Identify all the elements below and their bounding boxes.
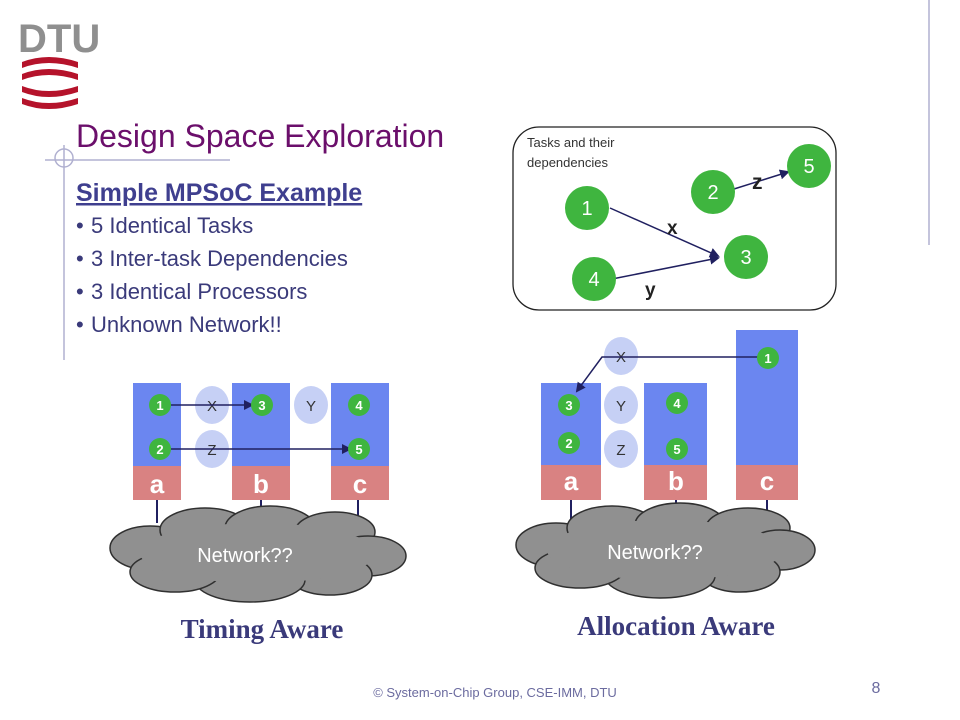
task-node-1: 1 [565, 186, 609, 230]
processor-c: c [331, 383, 389, 500]
svg-text:5: 5 [673, 442, 680, 457]
task-2: 2 [149, 438, 171, 460]
svg-text:Z: Z [616, 442, 625, 459]
processor-label: a [564, 466, 579, 496]
dtu-logo-stripes [22, 57, 78, 109]
edge-y-label: y [645, 280, 656, 301]
svg-text:1: 1 [156, 398, 163, 413]
task-node-2: 2 [691, 170, 735, 214]
svg-text:5: 5 [803, 156, 814, 178]
task-graph-caption: Tasks and their [527, 135, 615, 150]
edge-y-arrow [611, 254, 720, 280]
svg-text:Y: Y [306, 398, 316, 415]
bullet-list: • 5 Identical Tasks • 3 Inter-task Depen… [76, 213, 348, 337]
example-section: Simple MPSoC Example • 5 Identical Tasks… [76, 179, 362, 337]
bullet-marker: • [76, 279, 84, 304]
footer-copyright: © System-on-Chip Group, CSE-IMM, DTU [373, 685, 617, 700]
bullet-item: 5 Identical Tasks [91, 213, 253, 238]
task-1: 1 [757, 347, 779, 369]
message-y: Y [604, 386, 638, 424]
svg-text:2: 2 [707, 182, 718, 204]
message-x-arrow [575, 356, 760, 393]
svg-text:3: 3 [258, 398, 265, 413]
task-3: 3 [558, 394, 580, 416]
task-5: 5 [348, 438, 370, 460]
bullet-item: 3 Identical Processors [91, 279, 307, 304]
task-3: 3 [251, 394, 273, 416]
network-cloud: Network?? [109, 505, 407, 603]
svg-text:1: 1 [764, 351, 771, 366]
message-x: X [604, 337, 638, 375]
task-2: 2 [558, 432, 580, 454]
task-5: 5 [666, 438, 688, 460]
message-z: Z [604, 430, 638, 468]
dtu-logo-text: DTU [18, 17, 100, 61]
processor-label: b [668, 466, 684, 496]
example-heading: Simple MPSoC Example [76, 179, 362, 207]
processor-label: c [353, 469, 367, 499]
bullet-item: 3 Inter-task Dependencies [91, 246, 348, 271]
svg-text:2: 2 [156, 442, 163, 457]
edge-z-label: z [752, 171, 763, 194]
allocation-aware-caption: Allocation Aware [577, 611, 775, 641]
task-4: 4 [348, 394, 370, 416]
svg-text:Y: Y [616, 398, 626, 415]
dtu-logo: DTU [18, 17, 100, 109]
svg-text:Z: Z [207, 442, 216, 459]
svg-text:4: 4 [588, 269, 599, 291]
allocation-aware-diagram: a b c X Y Z 1 2 [515, 330, 816, 641]
network-cloud: Network?? [515, 502, 816, 599]
edge-x-arrow [609, 207, 720, 258]
edge-x-label: x [667, 218, 678, 239]
svg-text:3: 3 [740, 247, 751, 269]
task-node-3: 3 [724, 235, 768, 279]
svg-text:3: 3 [565, 398, 572, 413]
svg-text:5: 5 [355, 442, 362, 457]
bullet-marker: • [76, 246, 84, 271]
slide-title: Design Space Exploration [76, 118, 444, 154]
svg-text:2: 2 [565, 436, 572, 451]
slide-decoration [45, 0, 930, 360]
network-label: Network?? [197, 545, 293, 567]
bullet-marker: • [76, 312, 84, 337]
svg-text:4: 4 [673, 396, 681, 411]
task-4: 4 [666, 392, 688, 414]
processor-label: a [150, 469, 165, 499]
task-graph: Tasks and their dependencies x y z 1 2 3… [512, 126, 837, 311]
task-1: 1 [149, 394, 171, 416]
network-label: Network?? [607, 542, 703, 564]
bullet-item: Unknown Network!! [91, 312, 282, 337]
task-node-4: 4 [572, 257, 616, 301]
processor-label: c [760, 466, 774, 496]
page-number: 8 [872, 680, 881, 697]
task-graph-caption: dependencies [527, 155, 608, 170]
timing-aware-diagram: a b c X Z Y 1 [109, 383, 407, 644]
svg-text:4: 4 [355, 398, 363, 413]
svg-text:X: X [207, 398, 217, 415]
processor-label: b [253, 469, 269, 499]
svg-text:1: 1 [581, 198, 592, 220]
message-y: Y [294, 386, 328, 424]
task-node-5: 5 [787, 144, 831, 188]
edge-z-arrow [733, 169, 790, 190]
bullet-marker: • [76, 213, 84, 238]
timing-aware-caption: Timing Aware [181, 614, 344, 644]
